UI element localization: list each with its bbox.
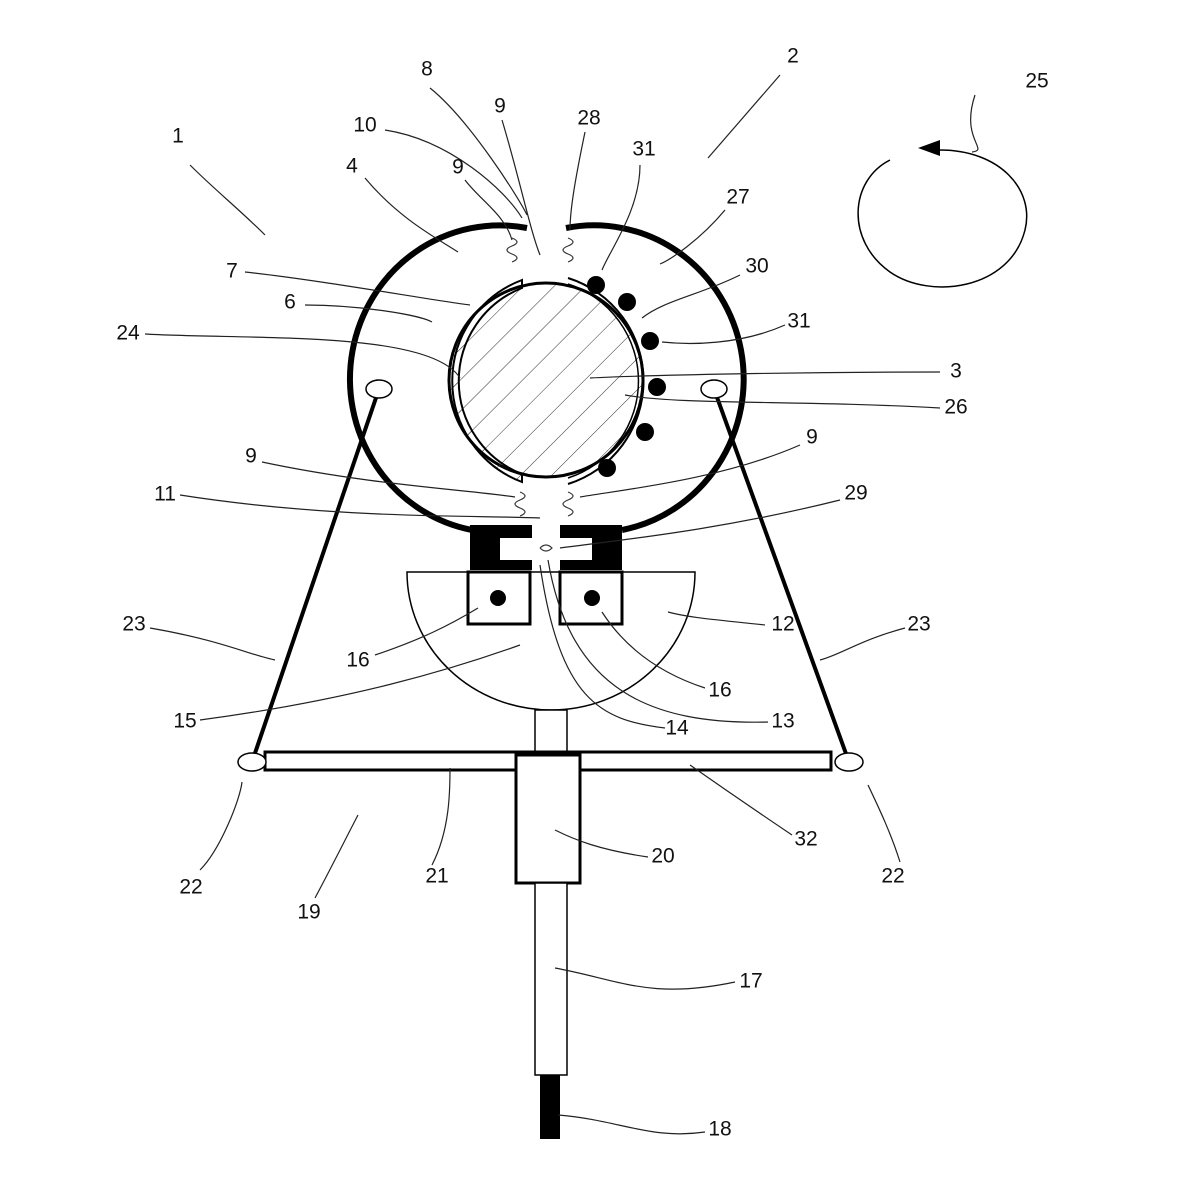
label-16: 16 (708, 679, 731, 702)
label-31: 31 (787, 310, 810, 333)
label-31: 31 (632, 138, 655, 161)
label-24: 24 (116, 322, 140, 345)
label-10: 10 (353, 114, 376, 137)
label-28: 28 (577, 107, 600, 130)
pivot-dot-left (490, 590, 506, 606)
leader-lines (144, 74, 979, 1135)
label-22: 22 (179, 876, 202, 899)
magnet-dots (587, 276, 666, 477)
pivot-dot-right (584, 590, 600, 606)
label-8: 8 (421, 58, 433, 81)
label-27: 27 (726, 186, 749, 209)
label-14: 14 (665, 717, 689, 740)
label-16: 16 (346, 649, 369, 672)
wire-anchors (237, 379, 864, 772)
label-26: 26 (944, 396, 967, 419)
label-32: 32 (794, 828, 817, 851)
housing-ring-right (565, 222, 747, 533)
label-9: 9 (494, 95, 506, 118)
label-23: 23 (907, 613, 930, 636)
housing-ring (346, 222, 528, 533)
label-18: 18 (708, 1118, 731, 1141)
label-23: 23 (122, 613, 145, 636)
label-21: 21 (425, 865, 448, 888)
rotation-arrowhead-icon (918, 140, 940, 156)
label-11: 11 (154, 483, 176, 506)
semicircular-base (406, 571, 696, 711)
left-crescent-shield (451, 278, 523, 484)
label-12: 12 (771, 613, 794, 636)
right-shield-inner (567, 283, 640, 479)
label-13: 13 (771, 710, 794, 733)
reference-labels: 1 2 8 9 28 25 10 31 4 9 27 7 30 6 24 31 … (116, 45, 1048, 1141)
label-22: 22 (881, 865, 904, 888)
wire-right (712, 388, 851, 763)
pole-base (540, 1075, 560, 1139)
upper-stem (534, 709, 568, 756)
wire-left (250, 388, 381, 763)
label-9: 9 (452, 156, 464, 179)
label-19: 19 (297, 901, 320, 924)
label-15: 15 (173, 710, 196, 733)
label-9: 9 (245, 445, 257, 468)
support-pole (534, 882, 568, 1076)
bearing-slot-right (560, 538, 592, 560)
label-3: 3 (950, 360, 962, 383)
label-9: 9 (806, 426, 818, 449)
label-30: 30 (745, 255, 768, 278)
rotation-loop (857, 149, 1028, 288)
label-6: 6 (284, 291, 296, 314)
label-7: 7 (226, 260, 238, 283)
label-2: 2 (787, 45, 799, 68)
label-17: 17 (739, 970, 762, 993)
label-1: 1 (172, 125, 184, 148)
bearing-slot-left (500, 538, 532, 560)
label-4: 4 (346, 155, 358, 178)
label-29: 29 (844, 482, 867, 505)
label-25: 25 (1025, 70, 1048, 93)
coupling-box (514, 753, 582, 885)
label-20: 20 (651, 845, 674, 868)
